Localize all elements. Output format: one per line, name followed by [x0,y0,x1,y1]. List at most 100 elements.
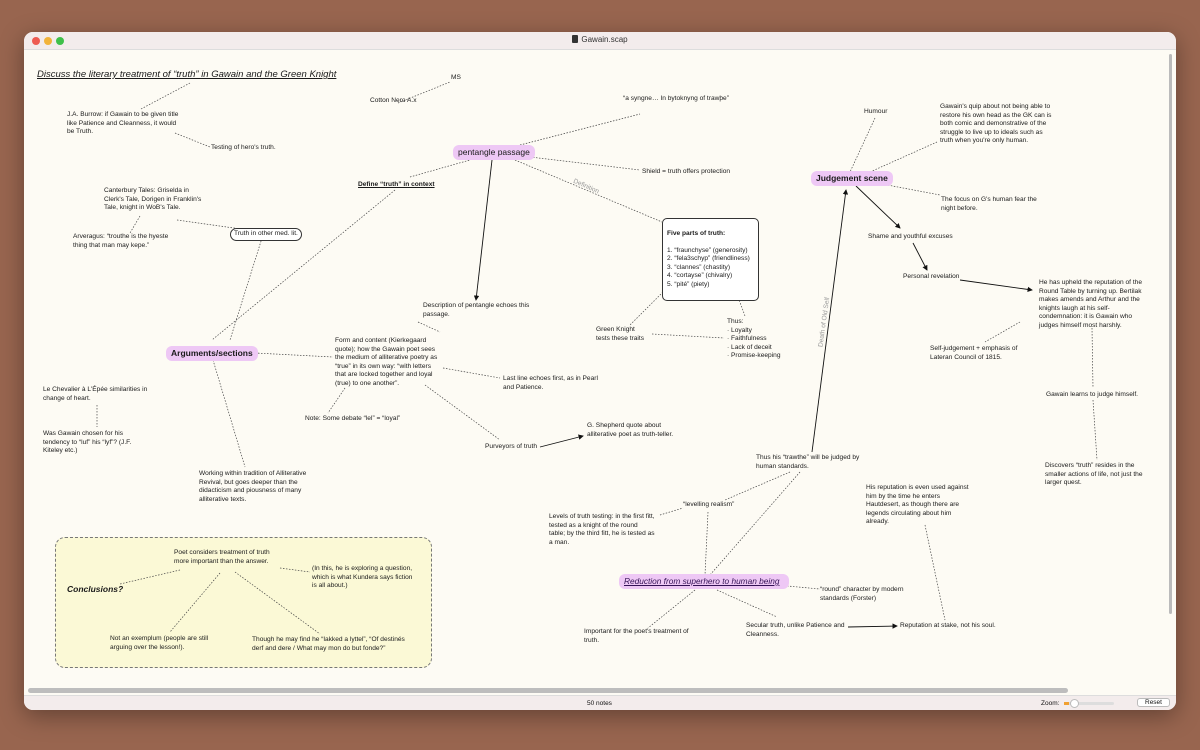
note-ms[interactable]: MS [451,74,461,81]
connector-line [129,215,141,234]
note-levelling[interactable]: “levelling realism” [683,501,735,508]
note-shame[interactable]: Shame and youthful excuses [868,233,953,240]
note-testing[interactable]: Testing of hero's truth. [211,144,276,151]
note-reputation-stake[interactable]: Reputation at stake, not his soul. [900,622,996,629]
connector-line [234,571,321,635]
note-define[interactable]: Define “truth” in context [358,181,435,188]
connector-line [647,589,696,629]
connector-line [869,141,938,173]
connector-line [1091,327,1094,389]
note-upheld[interactable]: He has upheld the reputation of the Roun… [1039,279,1143,329]
connector-line [709,471,801,576]
note-purveyors[interactable]: Purveyors of truth [485,443,538,450]
note-levels[interactable]: Levels of truth testing: in the first fi… [549,513,655,546]
note-quip[interactable]: Gawain's quip about not being able to re… [940,103,1052,145]
reset-button[interactable]: Reset [1137,698,1170,707]
note-heading[interactable]: Discuss the literary treatment of “truth… [37,69,337,80]
connector-line [724,471,791,501]
note-revelation[interactable]: Personal revelation [903,273,960,280]
note-last-line[interactable]: Last line echoes first, as in Pearl and … [503,375,598,391]
five-parts-list: 1. “fraunchyse” (generosity) 2. “fela3sc… [667,246,750,288]
note-five-parts[interactable]: Five parts of truth: 1. “fraunchyse” (ge… [662,218,759,302]
note-cotton[interactable]: Cotton Nero A.x [370,97,417,104]
note-arveragus[interactable]: Arveragus: “trouthe is the hyeste thing … [73,233,169,249]
note-discovers[interactable]: Discovers “truth” resides in the smaller… [1045,462,1143,487]
note-chosen[interactable]: Was Gawain chosen for his tendency to “l… [43,430,132,455]
note-his-reputation[interactable]: His reputation is even used against him … [866,484,969,526]
note-reduction[interactable]: Reduction from superhero to human being [619,574,789,589]
minimize-button[interactable] [44,37,52,45]
note-pentangle[interactable]: pentangle passage [453,145,535,161]
zoom-slider[interactable] [1064,699,1114,708]
close-button[interactable] [32,37,40,45]
note-syngne[interactable]: “a syngne… In bytoknyng of trawþe” [623,95,729,102]
note-form[interactable]: Form and content (Kierkegaard quote); ho… [335,337,438,387]
note-burrow[interactable]: J.A. Burrow: if Gawain to be given title… [67,111,179,136]
arrow-connector [811,189,849,453]
vertical-scrollbar[interactable] [1169,54,1172,614]
arrow-connector [473,159,493,301]
note-shepherd[interactable]: G. Shepherd quote about alliterative poe… [587,422,674,438]
horizontal-scrollbar[interactable] [28,688,1068,693]
arrow-connector [912,242,928,271]
connector-line [119,569,181,585]
note-not-exemplum[interactable]: Not an exemplum (people are still arguin… [110,635,209,651]
arrow-connector [539,434,584,448]
note-round[interactable]: “round” character by modern standards (F… [820,586,904,602]
connector-line [651,333,725,339]
note-self-judgement[interactable]: Self-judgement + emphasis of Lateran Cou… [930,345,1018,361]
note-canterbury[interactable]: Canterbury Tales: Griselda in Clerk's Ta… [104,187,202,212]
connector-line [984,321,1021,343]
status-bar: 50 notes Zoom: Reset [24,695,1176,710]
window-title-text: Gawain.scap [581,35,628,44]
note-though[interactable]: Though he may find he “lakked a lyttel”,… [252,636,405,652]
arrow-connector [855,185,901,229]
note-poet-considers[interactable]: Poet considers treatment of truth more i… [174,549,270,565]
note-working[interactable]: Working within tradition of Alliterative… [199,470,307,503]
zoom-button[interactable] [56,37,64,45]
conclusions-area[interactable] [55,537,432,668]
note-humour[interactable]: Humour [864,108,888,115]
note-count: 50 notes [587,700,612,707]
note-focus[interactable]: The focus on G's human fear the night be… [941,196,1037,212]
zoom-slider-thumb[interactable] [1070,699,1079,708]
connector-line [211,189,396,341]
five-parts-title: Five parts of truth: [667,229,726,237]
connector-line [442,367,501,379]
note-green-knight[interactable]: Green Knight tests these traits [596,326,645,342]
note-chevalier[interactable]: Le Chevalier à L'Épée similarities in ch… [43,386,148,402]
note-conclusions[interactable]: Conclusions? [67,584,124,594]
connector-line [169,572,221,633]
connector-line [529,156,641,171]
connector-line [424,384,501,441]
note-description[interactable]: Description of pentangle echoes this pas… [423,302,530,318]
note-lel[interactable]: Note: Some debate “lel” = “loyal” [305,415,401,422]
zoom-slider-fill [1064,702,1069,705]
title-bar: Gawain.scap [24,32,1176,50]
connector-line [514,159,663,223]
note-trawthe[interactable]: Thus his “trawthe” will be judged by hum… [756,454,860,470]
note-learns[interactable]: Gawain learns to judge himself. [1046,391,1138,398]
zoom-label: Zoom: [1041,700,1060,707]
connector-line [924,524,946,621]
note-other-lit[interactable]: Truth in other med. lit. [230,228,302,241]
note-important[interactable]: Important for the poet's treatment of tr… [584,628,689,644]
note-thus-list[interactable]: Thus: · Loyalty · Faithfulness · Lack of… [727,318,781,360]
connector-line [279,567,311,573]
connector-line [174,132,211,148]
note-judgement[interactable]: Judgement scene [811,171,893,187]
note-arguments[interactable]: Arguments/sections [166,346,258,362]
arrow-connector [847,623,898,629]
note-in-this[interactable]: (In this, he is exploring a question, wh… [312,565,413,590]
window-title: Gawain.scap [24,35,1176,44]
note-shield[interactable]: Shield = truth offers protection [642,168,731,175]
connector-line [519,113,641,146]
note-secular[interactable]: Secular truth, unlike Patience and Clean… [746,622,845,638]
connector-line [849,117,876,173]
connector-line [786,585,821,590]
connector-line [327,387,346,414]
connector-line [1092,399,1098,461]
connector-line [409,159,471,178]
connector-line [140,82,191,110]
